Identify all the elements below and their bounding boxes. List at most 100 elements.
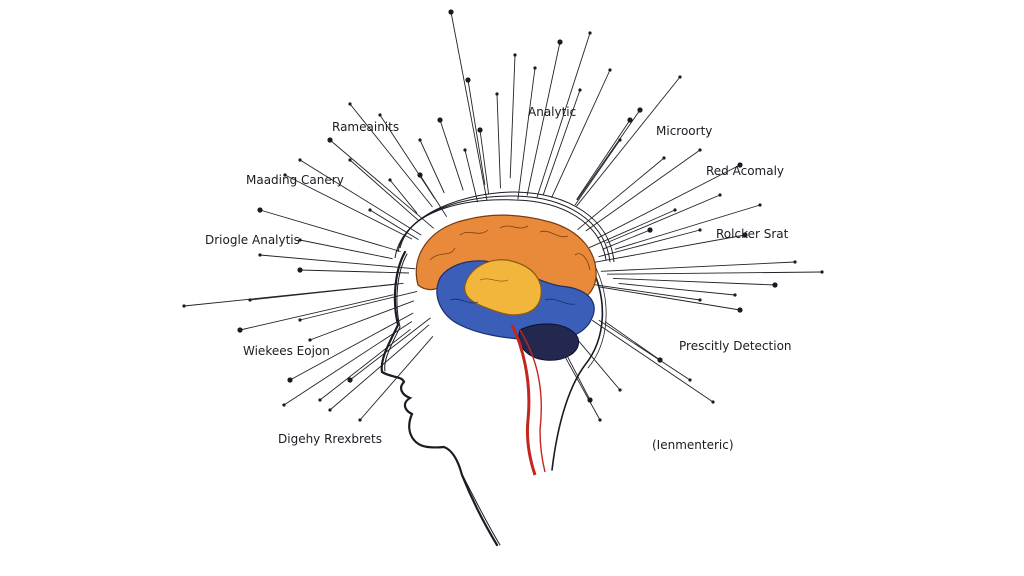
line-endpoint-dot [618, 138, 622, 142]
radiating-line [618, 282, 736, 296]
radiating-line [593, 234, 746, 263]
line-endpoint-dot [578, 88, 582, 92]
label-rolckier-srat: Rolcker Srat [716, 227, 789, 241]
radiating-line [439, 119, 464, 191]
radiating-line [259, 254, 416, 270]
brain-lobe-yellow [464, 259, 542, 316]
skull-arcs [394, 191, 615, 263]
line-endpoint-dot [588, 31, 592, 35]
line-endpoint-dot [698, 298, 702, 302]
radiating-line [284, 174, 413, 240]
line-endpoint-dot [742, 232, 748, 238]
line-endpoint-dot [463, 148, 467, 152]
line-endpoint-dot [318, 398, 322, 402]
line-endpoint-dot [657, 357, 663, 363]
label-drioglc-analytis: Driogle Analytis [205, 233, 300, 247]
line-endpoint-dot [348, 102, 352, 106]
line-endpoint-dot [513, 53, 517, 57]
radiating-line [585, 149, 701, 232]
label-red-acomaly: Red Acomaly [706, 164, 784, 178]
line-endpoint-dot [698, 148, 702, 152]
line-endpoint-dot [297, 267, 303, 273]
line-endpoint-dot [287, 377, 293, 383]
radiating-line [299, 239, 393, 260]
line-endpoint-dot [698, 228, 702, 232]
radiating-line [517, 67, 536, 200]
line-endpoint-dot [495, 92, 499, 96]
radiating-line [598, 319, 691, 381]
radiating-line [576, 119, 631, 200]
line-endpoint-dot [733, 293, 737, 297]
line-endpoint-dot [283, 173, 287, 177]
radiating-line [349, 317, 431, 381]
radiating-line [329, 324, 430, 411]
line-endpoint-dot [348, 158, 352, 162]
label-lenmenteric: (Ienmenteric) [652, 438, 734, 452]
radiating-line [419, 174, 448, 217]
radiating-line [606, 194, 721, 244]
line-endpoint-dot [637, 107, 643, 113]
radiating-line [612, 277, 776, 286]
head-silhouette [380, 250, 607, 547]
line-endpoint-dot [308, 338, 312, 342]
label-wiekees-eojon: Wiekees Eojon [243, 344, 330, 358]
radiating-line [496, 93, 501, 189]
radiating-line [600, 261, 796, 272]
label-digehy-rrexbrets: Digehy Rrexbrets [278, 432, 382, 446]
line-endpoint-dot [647, 227, 653, 233]
line-endpoint-dot [673, 208, 677, 212]
radiating-line [602, 229, 651, 250]
radiating-line [369, 209, 419, 240]
radiating-line [574, 139, 621, 206]
line-endpoint-dot [533, 66, 537, 70]
line-endpoint-dot [711, 400, 715, 404]
radiating-line [588, 209, 676, 249]
radiating-line [591, 319, 714, 403]
radiating-line [597, 164, 741, 239]
radiating-line [283, 321, 413, 406]
line-endpoint-dot [448, 9, 454, 15]
line-endpoint-dot [587, 397, 593, 403]
brain-cerebellum [518, 323, 580, 361]
radiating-line [604, 321, 661, 361]
line-endpoint-dot [618, 388, 622, 392]
line-endpoint-dot [298, 238, 302, 242]
radiating-line [467, 79, 486, 185]
radiating-line [577, 157, 665, 231]
line-endpoint-dot [758, 203, 762, 207]
line-endpoint-dot [418, 138, 422, 142]
radiating-line [594, 284, 701, 301]
radiating-line [576, 76, 681, 207]
line-endpoint-dot [182, 304, 186, 308]
line-endpoint-dot [688, 378, 692, 382]
line-endpoint-dot [358, 418, 362, 422]
radiating-line [479, 129, 490, 195]
label-microorty: Microorty [656, 124, 712, 138]
line-endpoint-dot [347, 377, 353, 383]
line-endpoint-dot [237, 327, 243, 333]
radiating-line [249, 283, 398, 301]
line-endpoint-dot [793, 260, 797, 264]
radiating-line [614, 204, 761, 250]
brain-stem [510, 324, 537, 476]
line-endpoint-dot [328, 408, 332, 412]
line-endpoint-dot [557, 39, 563, 45]
radiating-line [551, 69, 611, 198]
line-endpoint-dot [437, 117, 443, 123]
radiating-line [349, 103, 433, 208]
line-endpoint-dot [257, 207, 263, 213]
radiating-line [389, 179, 418, 214]
line-endpoint-dot [465, 77, 471, 83]
label-maading-canery: Maading Canery [246, 173, 344, 187]
radiating-line [598, 229, 701, 258]
radiating-line [599, 286, 741, 311]
radiating-lines [182, 9, 824, 422]
radiating-line [289, 312, 414, 381]
line-endpoint-dot [678, 75, 682, 79]
line-endpoint-dot [662, 156, 666, 160]
radiating-line [309, 300, 415, 341]
line-endpoint-dot [820, 270, 824, 274]
line-endpoint-dot [737, 307, 743, 313]
radiating-line [464, 149, 479, 203]
